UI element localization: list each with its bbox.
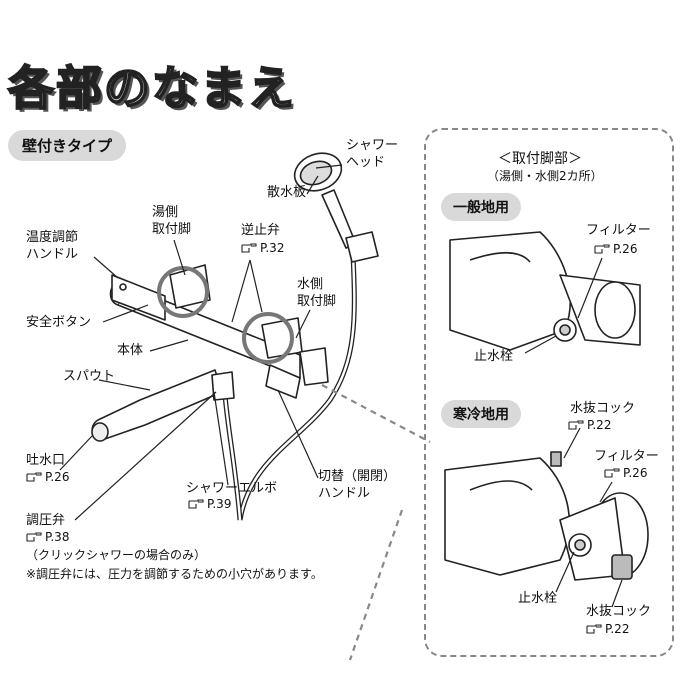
drain-cock-bottom-ref: P.22 xyxy=(586,622,629,636)
cold-area-label: 寒冷地用 xyxy=(441,400,521,428)
filter-label: フィルター xyxy=(586,223,651,238)
shower-elbow-label: シャワーエルボ xyxy=(186,481,278,496)
outlet-ref: P.26 xyxy=(26,470,69,484)
body-label: 本体 xyxy=(117,343,144,358)
page-title: 各部のなまえ xyxy=(7,60,296,116)
stop-valve-label: 止水栓 xyxy=(474,349,514,364)
click-shower-note: （クリックシャワーの場合のみ） xyxy=(26,548,207,562)
pressure-valve-label: 調圧弁 xyxy=(26,513,66,528)
shower-elbow-ref: P.39 xyxy=(188,497,231,511)
pointing-hand-icon xyxy=(188,498,204,510)
safety-button-label: 安全ボタン xyxy=(26,315,92,330)
pressure-valve-note: ※調圧弁には、圧力を調節するための小穴があります。 xyxy=(26,567,323,581)
pointing-hand-icon xyxy=(586,623,602,635)
drain-cock-bottom-label: 水抜コック xyxy=(586,604,652,619)
page-title-shadow: 各部のなまえ xyxy=(11,64,299,118)
hot-side-leg-label: 湯側 取付脚 xyxy=(152,205,192,237)
temperature-handle-label: 温度調節 ハンドル xyxy=(26,230,79,262)
switch-handle-label: 切替（開閉） ハンドル xyxy=(318,469,397,501)
pointing-hand-icon xyxy=(26,531,42,543)
pointing-hand-icon xyxy=(26,471,42,483)
check-valve-label: 逆止弁 xyxy=(241,223,281,238)
inset-subheader: （湯側・水側2カ所） xyxy=(487,169,603,183)
stop-valve2-label: 止水栓 xyxy=(518,591,558,606)
filter-ref: P.26 xyxy=(594,242,637,256)
filter2-ref: P.26 xyxy=(604,466,647,480)
pressure-valve-ref: P.38 xyxy=(26,530,69,544)
shower-head-label: シャワー ヘッド xyxy=(346,138,399,170)
pointing-hand-icon xyxy=(568,419,584,431)
inset-header: ＜取付脚部＞ xyxy=(498,151,582,167)
pointing-hand-icon xyxy=(604,467,620,479)
drain-cock-top-ref: P.22 xyxy=(568,418,611,432)
pointing-hand-icon xyxy=(241,242,257,254)
drain-cock-top-label: 水抜コック xyxy=(570,401,636,416)
check-valve-ref: P.32 xyxy=(241,241,284,255)
general-area-label: 一般地用 xyxy=(441,193,521,221)
cold-side-leg-label: 水側 取付脚 xyxy=(297,277,337,309)
inset-frame xyxy=(424,128,674,657)
sansui-label: 散水板 xyxy=(267,185,307,200)
spout-label: スパウト xyxy=(63,369,116,384)
type-label: 壁付きタイプ xyxy=(8,130,127,161)
outlet-label: 吐水口 xyxy=(26,453,66,468)
filter2-label: フィルター xyxy=(594,449,659,464)
pointing-hand-icon xyxy=(594,243,610,255)
